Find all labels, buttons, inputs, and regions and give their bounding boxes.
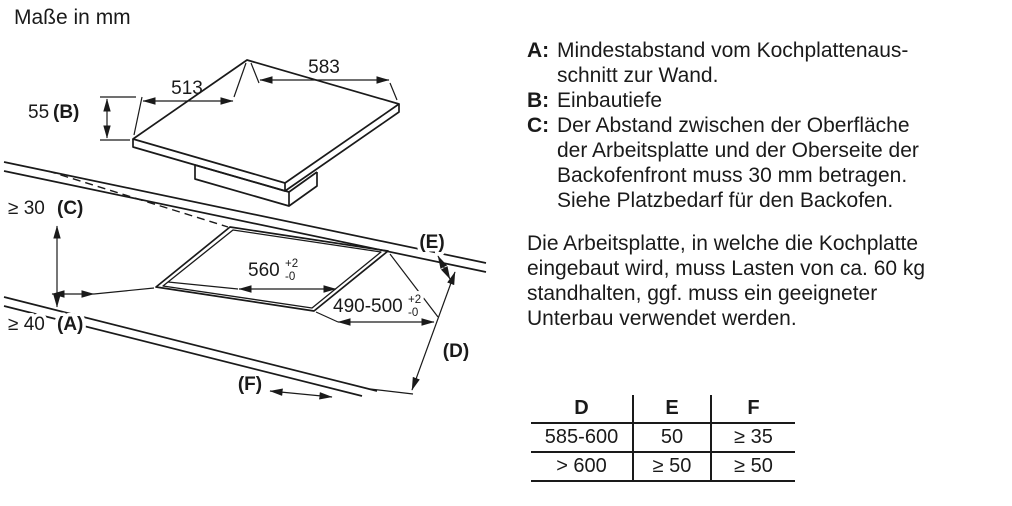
cutout-width-label: 560 [248,260,280,281]
legend-item-a: A: Mindestabstand vom Kochplattenaus- sc… [527,38,1007,88]
table-cell: ≥ 50 [632,452,711,482]
cutout-width-tolerance-minus: -0 [285,271,295,283]
label-f: (F) [238,374,262,395]
dimension-lines [51,62,456,400]
dim-55-label: 55 [28,102,49,123]
legend-item-b: B: Einbautiefe [527,88,1007,113]
legend-key-c: C: [527,114,550,137]
table-cell: > 600 [531,452,633,482]
label-c: (C) [57,198,83,219]
cutout-width-tolerance-plus: +2 [285,258,298,270]
table-cell: 585-600 [531,423,633,453]
table-header-e: E [632,395,711,424]
table-header-row: D E F [531,395,795,424]
table-cell: ≥ 50 [710,452,795,482]
dimension-table: D E F 585-600 50 ≥ 35 > 600 ≥ 50 ≥ 50 [531,395,795,482]
table-row: > 600 ≥ 50 ≥ 50 [531,452,795,482]
cutout-depth-label: 490-500 [333,296,403,317]
legend-text-b: Einbautiefe [557,89,663,112]
table-header-f: F [710,395,795,424]
projection-dashed-line [47,170,229,228]
worktop-load-note: Die Arbeitsplatte, in welche die Kochpla… [527,232,926,330]
label-d: (D) [443,341,469,362]
table-cell: ≥ 35 [710,423,795,453]
legend-text-c: Der Abstand zwischen der Oberfläche der … [557,114,919,212]
table-cell: 50 [632,423,711,453]
cutout-depth-tolerance-minus: -0 [408,307,418,319]
dim-a-label: ≥ 40 [8,314,45,335]
worktop-cutout-outline [155,226,389,312]
legend-key-a: A: [527,39,550,62]
label-a: (A) [57,314,83,335]
installation-diagram: 513 583 55 (B) ≥ 30 (C) ≥ 40 (A) 560 +2 … [3,57,487,400]
page-title: Maße in mm [14,6,131,29]
dim-c-label: ≥ 30 [8,198,45,219]
worktop-outline [3,161,487,397]
dimension-labels: 513 583 55 (B) ≥ 30 (C) ≥ 40 (A) 560 +2 … [5,57,470,399]
legend: A: Mindestabstand vom Kochplattenaus- sc… [527,38,1007,213]
table-header-d: D [531,395,633,424]
label-b: (B) [53,102,79,123]
cutout-depth-tolerance-plus: +2 [408,294,421,306]
legend-key-b: B: [527,89,550,112]
legend-text-a: Mindestabstand vom Kochplattenaus- schni… [557,39,909,87]
table-row: 585-600 50 ≥ 35 [531,423,795,453]
legend-item-c: C: Der Abstand zwischen der Oberfläche d… [527,113,1007,213]
label-e: (E) [419,232,444,253]
dim-583-label: 583 [308,57,340,78]
cooktop-panel-outline [132,59,400,207]
dim-513-label: 513 [171,78,203,99]
info-panel: A: Mindestabstand vom Kochplattenaus- sc… [527,38,1007,506]
